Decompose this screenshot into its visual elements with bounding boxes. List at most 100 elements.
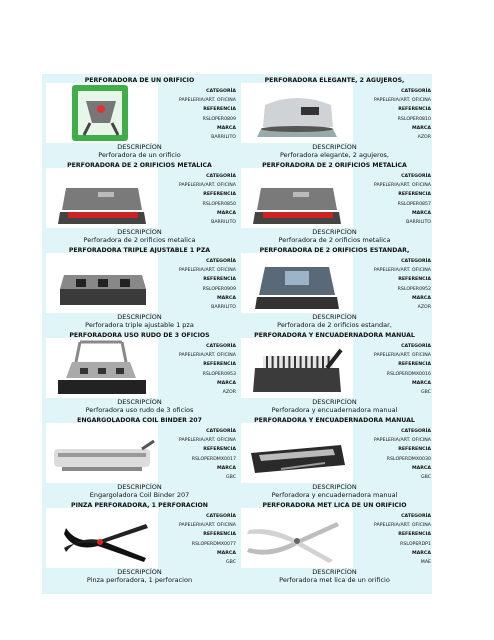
- reference-label: REFERENCIA: [203, 362, 236, 368]
- two-hole-punch-icon: [241, 83, 353, 143]
- product-card: PERFORADORA MET LICA DE UN ORIFICIO CATE…: [237, 500, 432, 585]
- product-description: Perforadora met lica de un orificio: [279, 576, 390, 584]
- binding-machine-icon: [241, 338, 353, 398]
- brand-value: GBC: [225, 560, 236, 566]
- product-title: ENGARGOLADORA COIL BINDER 207: [77, 417, 202, 424]
- product-specs: CATEGORÍA PAPELERIA/ART. OFICINA REFEREN…: [355, 512, 431, 567]
- description-label: DESCRIPCÍON: [117, 143, 162, 151]
- reference-value: RSLOPERDMX0017: [191, 456, 236, 462]
- brand-label: MARCA: [217, 465, 236, 471]
- brand-label: MARCA: [412, 295, 431, 301]
- product-title: PERFORADORA USO RUDO DE 3 OFICIOS: [69, 332, 210, 339]
- triple-punch-icon: [46, 253, 158, 313]
- standard-punch-icon: [241, 253, 353, 313]
- reference-value: RSLOPER0810: [397, 116, 431, 122]
- metal-plier-punch-icon: [241, 508, 353, 568]
- category-label: CATEGORÍA: [401, 514, 431, 519]
- product-card: ENGARGOLADORA COIL BINDER 207 CATEGORÍA …: [42, 415, 237, 500]
- reference-label: REFERENCIA: [203, 447, 236, 453]
- brand-value: AZOR: [222, 390, 236, 396]
- product-specs: CATEGORÍA PAPELERIA/ART. OFICINA REFEREN…: [160, 172, 236, 227]
- product-description: Engargoladora Coil Binder 207: [89, 491, 190, 499]
- product-card: PERFORADORA DE UN ORIFICIO CATEGORÍA PAP…: [42, 75, 237, 160]
- reference-label: REFERENCIA: [398, 277, 431, 283]
- category-label: CATEGORÍA: [401, 429, 431, 434]
- category-value: PAPELERIA/ART. OFICINA: [373, 353, 431, 359]
- reference-label: REFERENCIA: [398, 532, 431, 538]
- product-title: PERFORADORA ELEGANTE, 2 AGUJEROS,: [264, 77, 405, 84]
- reference-label: REFERENCIA: [398, 107, 431, 113]
- metal-punch-icon: [46, 168, 158, 228]
- product-card: PINZA PERFORADORA, 1 PERFORACION CATEGOR…: [42, 500, 237, 585]
- category-label: CATEGORÍA: [206, 344, 236, 349]
- category-label: CATEGORÍA: [206, 174, 236, 179]
- product-card: PERFORADORA ELEGANTE, 2 AGUJEROS, CATEGO…: [237, 75, 432, 160]
- description-label: DESCRIPCÍON: [117, 483, 162, 491]
- brand-label: MARCA: [412, 465, 431, 471]
- brand-label: MARCA: [217, 210, 236, 216]
- category-label: CATEGORÍA: [206, 514, 236, 519]
- description-label: DESCRIPCÍON: [117, 313, 162, 321]
- category-value: PAPELERIA/ART. OFICINA: [178, 523, 236, 529]
- product-description: Perforadora de 2 orificios estandar,: [277, 321, 392, 329]
- brand-value: GBC: [420, 390, 431, 396]
- category-value: PAPELERIA/ART. OFICINA: [373, 183, 431, 189]
- brand-value: AZOR: [417, 135, 431, 141]
- description-label: DESCRIPCÍON: [312, 568, 357, 576]
- product-title: PERFORADORA Y ENCUADERNADORA MANUAL: [254, 417, 415, 424]
- category-label: CATEGORÍA: [206, 259, 236, 264]
- brand-value: GBC: [420, 475, 431, 481]
- brand-value: BARRILITO: [406, 220, 431, 226]
- category-label: CATEGORÍA: [401, 259, 431, 264]
- brand-value: BARRILITO: [211, 220, 236, 226]
- reference-label: REFERENCIA: [203, 107, 236, 113]
- product-description: Pinza perforadora, 1 perforacion: [86, 576, 193, 584]
- product-specs: CATEGORÍA PAPELERIA/ART. OFICINA REFEREN…: [355, 427, 431, 482]
- brand-value: BARRILITO: [211, 305, 236, 311]
- category-label: CATEGORÍA: [206, 429, 236, 434]
- product-description: Perforadora y encuadernadora manual: [271, 406, 398, 414]
- product-specs: CATEGORÍA PAPELERIA/ART. OFICINA REFEREN…: [355, 87, 431, 142]
- catalog-sheet: PERFORADORA DE UN ORIFICIO CATEGORÍA PAP…: [42, 74, 432, 594]
- brand-value: MAE: [420, 560, 431, 566]
- reference-value: RSLOPERDMX0077: [191, 541, 236, 547]
- reference-value: RSLOPERDMX0016: [386, 371, 431, 377]
- product-specs: CATEGORÍA PAPELERIA/ART. OFICINA REFEREN…: [160, 342, 236, 397]
- brand-label: MARCA: [412, 210, 431, 216]
- reference-value: RSLOPER0850: [202, 201, 236, 207]
- product-card: PERFORADORA Y ENCUADERNADORA MANUAL CATE…: [237, 415, 432, 500]
- heavy-duty-punch-icon: [46, 338, 158, 398]
- description-label: DESCRIPCÍON: [312, 483, 357, 491]
- reference-label: REFERENCIA: [398, 362, 431, 368]
- product-specs: CATEGORÍA PAPELERIA/ART. OFICINA REFEREN…: [355, 172, 431, 227]
- reference-value: RSLOPER0809: [202, 116, 236, 122]
- product-description: Perforadora de 2 orificios metalica: [83, 236, 196, 244]
- brand-label: MARCA: [217, 295, 236, 301]
- product-description: Perforadora elegante, 2 agujeros,: [279, 151, 389, 159]
- brand-label: MARCA: [217, 380, 236, 386]
- product-title: PERFORADORA DE 2 ORIFICIOS METALICA: [67, 162, 212, 169]
- product-description: Perforadora de 2 orificios metalica: [278, 236, 391, 244]
- category-value: PAPELERIA/ART. OFICINA: [178, 438, 236, 444]
- product-title: PINZA PERFORADORA, 1 PERFORACION: [71, 502, 208, 509]
- reference-label: REFERENCIA: [398, 447, 431, 453]
- product-title: PERFORADORA MET LICA DE UN ORIFICIO: [262, 502, 407, 509]
- description-label: DESCRIPCÍON: [312, 398, 357, 406]
- product-title: PERFORADORA DE UN ORIFICIO: [84, 77, 195, 84]
- product-specs: CATEGORÍA PAPELERIA/ART. OFICINA REFEREN…: [355, 342, 431, 397]
- description-label: DESCRIPCÍON: [117, 568, 162, 576]
- brand-label: MARCA: [217, 550, 236, 556]
- brand-value: BARRILITO: [211, 135, 236, 141]
- brand-label: MARCA: [412, 380, 431, 386]
- product-specs: CATEGORÍA PAPELERIA/ART. OFICINA REFEREN…: [160, 87, 236, 142]
- reference-value: RSLOPERDMX0030: [386, 456, 431, 462]
- category-value: PAPELERIA/ART. OFICINA: [373, 523, 431, 529]
- reference-value: RSLOPER0909: [202, 286, 236, 292]
- description-label: DESCRIPCÍON: [312, 143, 357, 151]
- reference-value: RSLOPERDP1: [400, 541, 431, 547]
- manual-binder-icon: [241, 423, 353, 483]
- reference-value: RSLOPER0952: [397, 286, 431, 292]
- description-label: DESCRIPCÍON: [312, 313, 357, 321]
- single-hole-punch-icon: [46, 83, 158, 143]
- reference-label: REFERENCIA: [203, 532, 236, 538]
